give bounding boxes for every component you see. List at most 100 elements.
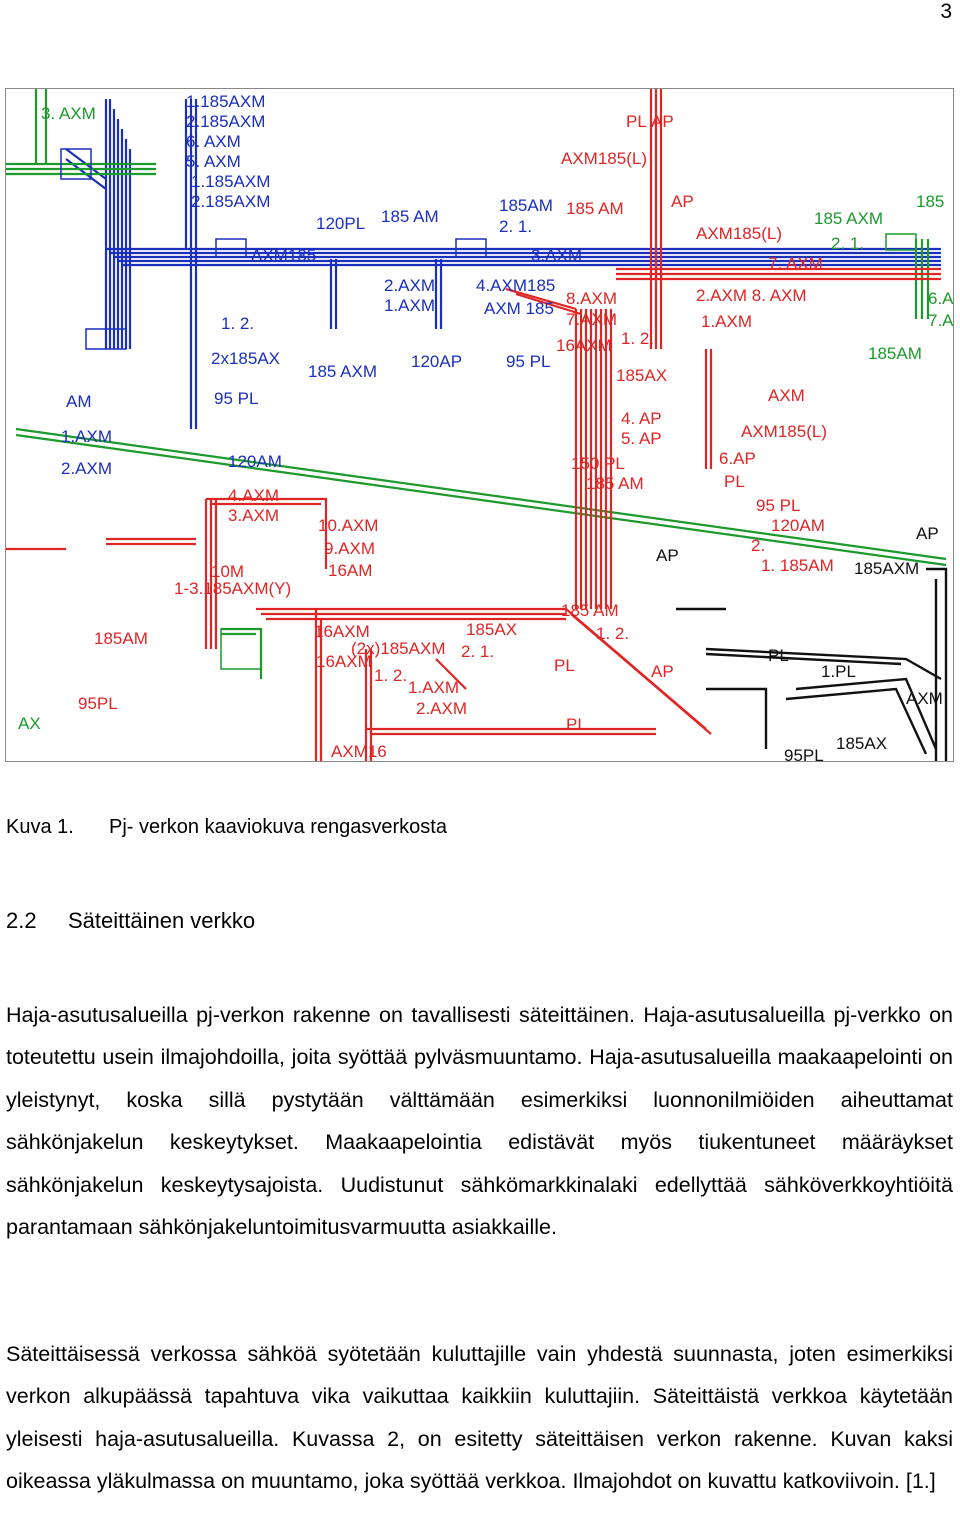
black-cable-label: AP (656, 546, 679, 565)
caption-text: Pj- verkon kaaviokuva rengasverkosta (109, 816, 447, 838)
section-title: Säteittäinen verkko (68, 908, 256, 933)
red-cable-label: (2x)185AXM (351, 639, 445, 658)
red-cable-label: 2. (751, 536, 765, 555)
blue-cable-label: 1. 2. (221, 314, 254, 333)
blue-cable-label: 1.185AXM (191, 172, 270, 191)
blue-cable-label: AXM185 (251, 246, 316, 265)
blue-cable-label: 2.185AXM (191, 192, 270, 211)
blue-cable-label: 2.AXM (384, 276, 435, 295)
black-cable-label: 185AX (836, 734, 887, 753)
blue-cable-label: 4.AXM185 (476, 276, 555, 295)
red-cable-label: 10M (211, 562, 244, 581)
red-cable-label: AXM16 (331, 742, 387, 761)
blue-cable-label: 2. 1. (499, 217, 532, 236)
red-cable-label: 185AX (466, 620, 517, 639)
red-cable-label: AP (671, 192, 694, 211)
blue-cable-label: 2x185AX (211, 349, 280, 368)
red-cable-label: 1.AXM (701, 312, 752, 331)
red-cable-label: 185AX (616, 366, 667, 385)
red-cable-label: 16AXM (316, 652, 372, 671)
green-cable-label: 6.A (928, 289, 953, 308)
red-cable-label: 1-3.185AXM(Y) (174, 579, 291, 598)
black-cable-label: AP (916, 524, 939, 543)
red-cable-label: AXM (768, 386, 805, 405)
section-number: 2.2 (6, 908, 37, 933)
red-cable-label: 10.AXM (318, 516, 378, 535)
green-cable-label: 185AM (868, 344, 922, 363)
red-cable-label: 3.AXM (228, 506, 279, 525)
blue-cable-label: 95 PL (506, 352, 550, 371)
red-cable-label: 5. AP (621, 429, 662, 448)
red-cable-label: AP (651, 662, 674, 681)
red-cable-label: 185AM (94, 629, 148, 648)
blue-cable-label: AXM 185 (484, 299, 554, 318)
blue-cable-label: AM (66, 392, 92, 411)
red-cable-label: 8.AXM (566, 289, 617, 308)
red-cable-label: 1. 2. (374, 666, 407, 685)
red-cable-label: AP (651, 112, 674, 131)
black-cable-label: 95PL (784, 746, 824, 761)
red-cable-label: 2.AXM 8. AXM (696, 286, 807, 305)
substation-boxes (60, 148, 487, 350)
black-cable-label: 185AXM (854, 559, 919, 578)
green-cable-label: 2. 1. (831, 234, 864, 253)
paragraph: Säteittäisessä verkossa sähköä syötetään… (6, 1342, 953, 1494)
red-cable-label: 7.AXM (566, 310, 617, 329)
black-cable-lines (676, 567, 948, 761)
black-cable-label: AXM (906, 689, 943, 708)
red-cable-label: AXM185(L) (561, 149, 647, 168)
red-cable-label: AXM185(L) (696, 224, 782, 243)
red-cable-label: 16AXM (556, 336, 612, 355)
blue-cable-label: 185AM (499, 196, 553, 215)
blue-cable-label: 1.AXM (61, 427, 112, 446)
red-cable-label: 1.AXM (408, 678, 459, 697)
red-cable-label: 185 AM (566, 199, 624, 218)
red-cable-label: 1. 2. (596, 624, 629, 643)
green-cable-label: 3. AXM (41, 104, 96, 123)
green-cable-label: 185 AXM (814, 209, 883, 228)
black-labels: AP 185AXM PL 1.PL AXM 185AX 95PL AP (656, 524, 943, 761)
red-cable-lines (6, 89, 941, 761)
transformer-box (220, 233, 917, 670)
paragraph: Haja-asutusalueilla pj-verkon rakenne on… (6, 1003, 953, 1240)
red-cable-label: PL (566, 715, 587, 734)
red-cable-label: 7. AXM (768, 254, 823, 273)
blue-cable-label: 5. AXM (186, 152, 241, 171)
red-cable-label: 95PL (78, 694, 118, 713)
blue-cable-label: 120AM (228, 452, 282, 471)
red-cable-label: 9.AXM (324, 539, 375, 558)
red-cable-label: 4. AP (621, 409, 662, 428)
page-number: 3 (940, 0, 952, 23)
blue-cable-label: 185 AXM (308, 362, 377, 381)
blue-cable-label: 120PL (316, 214, 365, 233)
black-cable-label: PL (768, 646, 789, 665)
red-cable-label: 16AM (328, 561, 372, 580)
red-cable-label: 6.AP (719, 449, 756, 468)
blue-cable-label: 120AP (411, 352, 462, 371)
blue-cable-label: 185 AM (381, 207, 439, 226)
red-cable-label: 4.AXM (228, 486, 279, 505)
red-cable-label: 150 PL (571, 454, 625, 473)
red-cable-label: PL (554, 656, 575, 675)
red-cable-label: 120AM (771, 516, 825, 535)
red-cable-label: 95 PL (756, 496, 800, 515)
red-cable-label: 1. 185AM (761, 556, 834, 575)
figure-caption: Kuva 1.Pj- verkon kaaviokuva rengasverko… (6, 816, 447, 839)
red-cable-label: AXM185(L) (741, 422, 827, 441)
black-cable-label: 1.PL (821, 662, 856, 681)
red-cable-label: 2.AXM (416, 699, 467, 718)
red-cable-label: 185 AM (586, 474, 644, 493)
green-cable-lines (6, 89, 947, 679)
red-cable-label: 2. 1. (461, 642, 494, 661)
blue-cable-label: 95 PL (214, 389, 258, 408)
blue-cable-label: 6. AXM (186, 132, 241, 151)
blue-cable-label: 2.AXM (61, 459, 112, 478)
blue-cable-label: 3.AXM (531, 246, 582, 265)
red-cable-label: 16AXM (314, 622, 370, 641)
blue-cable-label: 1.185AXM (186, 92, 265, 111)
